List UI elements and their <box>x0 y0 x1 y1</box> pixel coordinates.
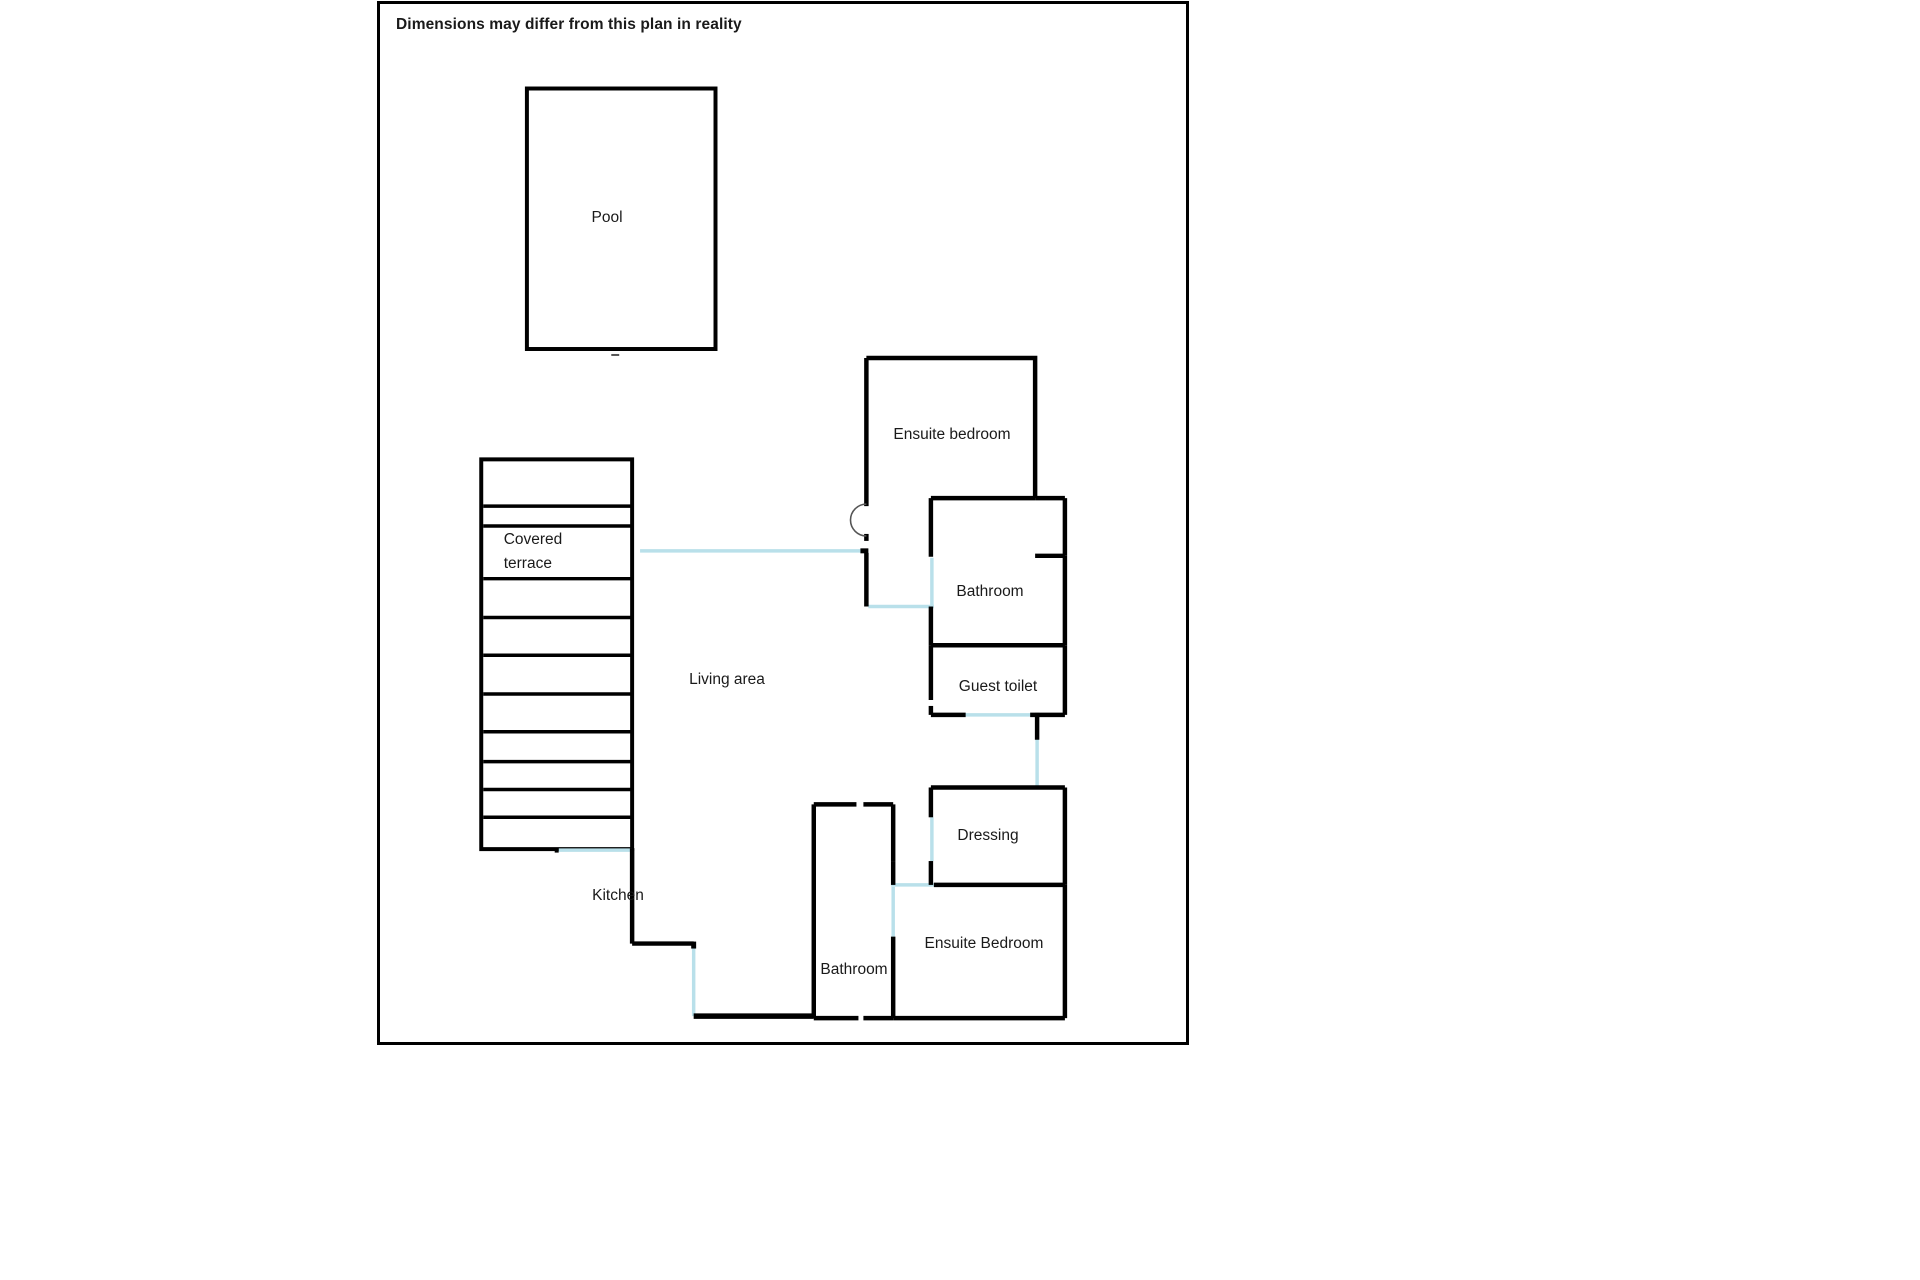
plan-disclaimer-note: Dimensions may differ from this plan in … <box>396 16 742 33</box>
dressing-outline <box>928 785 1068 888</box>
pool-rect <box>524 86 718 351</box>
ensuite-door-swing-arc-icon <box>849 503 867 537</box>
covered-terrace-outline <box>479 457 635 852</box>
floor-plan-drawing <box>479 86 1068 1021</box>
ensuite-bedroom-bottom-outline <box>890 861 1068 1021</box>
ensuite-top-north-east-wall <box>866 355 1038 499</box>
kitchen-living-outline <box>554 847 814 1019</box>
pool-outline <box>524 86 718 356</box>
guest-toilet-outline <box>928 645 1068 740</box>
bathroom-bottom-outline <box>811 802 896 1021</box>
plan-frame: Dimensions may differ from this plan in … <box>377 1 1189 1045</box>
ensuite-bedroom-top-outline <box>849 355 1038 607</box>
bathroom-top-outline <box>928 495 1068 648</box>
